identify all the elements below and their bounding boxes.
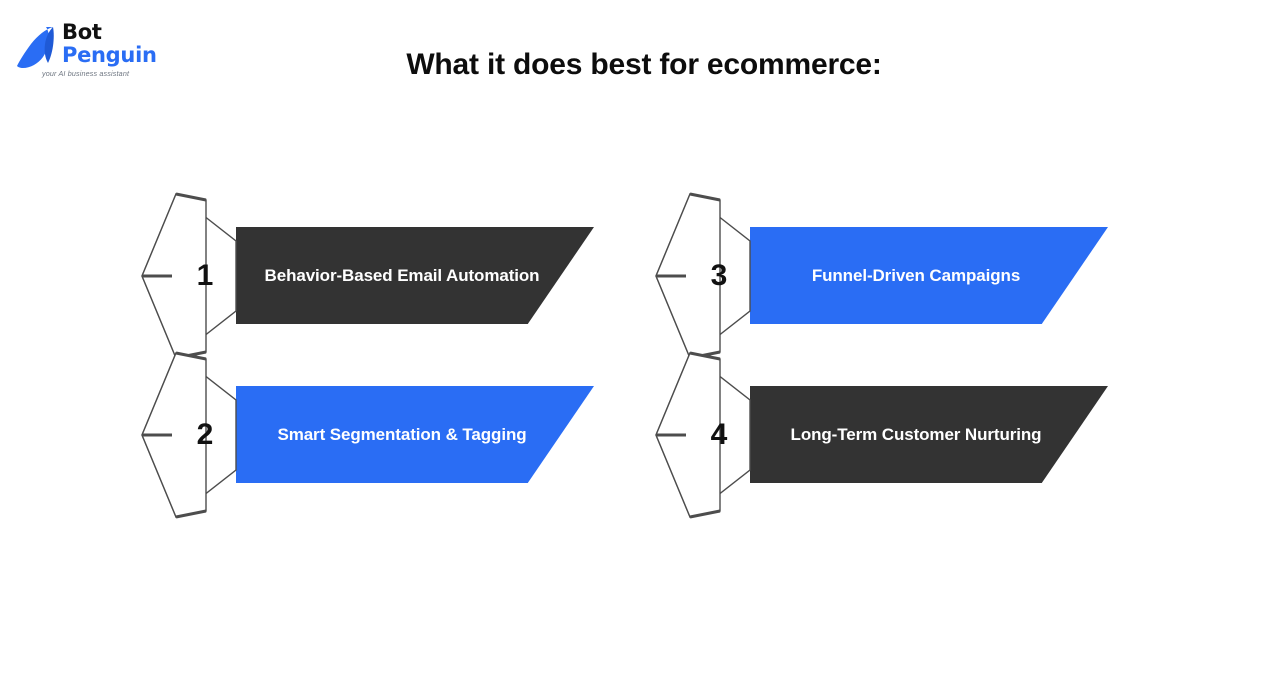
flow-item-1[interactable]: Behavior-Based Email Automation 1 — [140, 186, 640, 366]
brand-tagline: your AI business assistant — [42, 69, 130, 78]
flow-item-3-banner[interactable]: Funnel-Driven Campaigns — [750, 227, 1108, 324]
flow-item-1-badge: 1 — [140, 186, 252, 366]
flow-item-4-label: Long-Term Customer Nurturing — [790, 425, 1042, 444]
flow-item-4[interactable]: Long-Term Customer Nurturing 4 — [654, 345, 1154, 525]
brand-word-bot: Bot — [62, 20, 102, 44]
penguin-icon — [16, 26, 60, 72]
page-title: What it does best for ecommerce: — [406, 48, 882, 81]
flow-item-2[interactable]: Smart Segmentation & Tagging 2 — [140, 345, 640, 525]
flow-item-2-banner[interactable]: Smart Segmentation & Tagging — [236, 386, 594, 483]
brand-wordmark: Bot Penguin — [62, 20, 168, 67]
flow-item-2-label: Smart Segmentation & Tagging — [277, 425, 527, 444]
flow-item-2-number: 2 — [196, 418, 214, 451]
flow-item-3-number: 3 — [710, 259, 728, 292]
flow-item-4-banner[interactable]: Long-Term Customer Nurturing — [750, 386, 1108, 483]
flow-item-3[interactable]: Funnel-Driven Campaigns 3 — [654, 186, 1154, 366]
flow-item-3-label: Funnel-Driven Campaigns — [811, 266, 1021, 285]
flow-item-1-number: 1 — [196, 259, 214, 292]
flow-item-2-badge: 2 — [140, 345, 252, 525]
flow-item-4-badge: 4 — [654, 345, 766, 525]
brand-logo[interactable]: Bot Penguin your AI business assistant — [16, 22, 166, 84]
flow-item-3-badge: 3 — [654, 186, 766, 366]
brand-word-penguin: Penguin — [62, 43, 157, 67]
flow-item-4-number: 4 — [710, 418, 728, 451]
flow-item-1-label: Behavior-Based Email Automation — [264, 266, 540, 285]
flow-item-1-banner[interactable]: Behavior-Based Email Automation — [236, 227, 594, 324]
